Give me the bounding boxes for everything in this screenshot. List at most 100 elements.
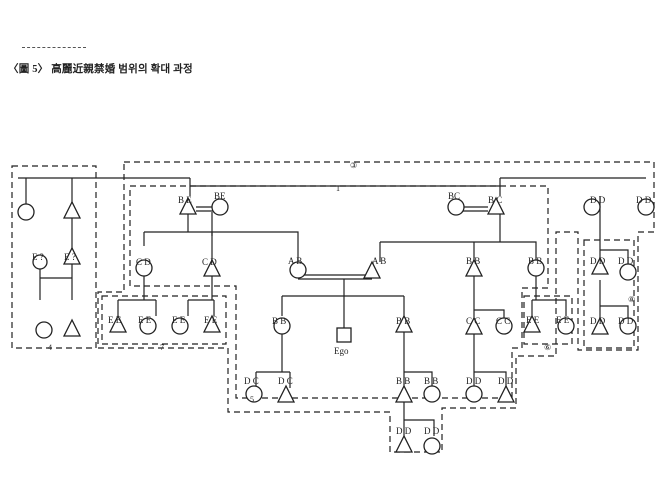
label-maternal-uncle-2: B B [528, 256, 542, 266]
label-far-right-child-2: D D [618, 256, 634, 266]
person-uncle-1 [135, 259, 153, 277]
person-cousin-e-2 [139, 317, 157, 335]
person-father [289, 261, 307, 279]
label-far-right-parent-2: D D [636, 195, 652, 205]
person-cousin-e-5 [522, 314, 542, 333]
label-far-right-child-1: D D [590, 256, 606, 266]
person-far-right-grandchild-2 [619, 317, 637, 335]
label-g1-left-parent: B E [178, 195, 192, 205]
label-g1-right-spouse: BC [448, 191, 460, 201]
boundary-label-3: ③ [350, 161, 357, 170]
person-far-right-child-1 [590, 256, 610, 275]
person-far-right-2 [637, 198, 655, 216]
label-sibling: B B [272, 316, 286, 326]
label-far-right-parent-1: D D [590, 195, 606, 205]
figure-caption: 〈圖 5〉 高麗近親禁婚 범위의 확대 과정 [8, 64, 193, 75]
kinship-lines [18, 177, 646, 436]
persons [17, 196, 655, 455]
person-g1-left-parent [178, 196, 198, 215]
label-cousin-e-4: E E [204, 315, 218, 325]
person-far-right-1 [583, 198, 601, 216]
label-nephew-2: D C [278, 376, 293, 386]
person-nephew-1 [245, 385, 263, 403]
person-far-left-female-3 [35, 321, 53, 339]
person-far-left-female-1 [17, 203, 35, 221]
person-great-grand-1 [394, 434, 414, 453]
person-far-left-male-2 [62, 246, 82, 265]
label-far-left-child-1: E ? [32, 252, 44, 262]
label-cousin-c-1: C C [466, 316, 480, 326]
person-cousin-e-4 [202, 314, 222, 333]
person-sibling [273, 317, 291, 335]
person-far-left-male-3 [62, 318, 82, 337]
label-cousin-e-6: E E [556, 315, 570, 325]
label-second-cousin-1: D D [466, 376, 482, 386]
person-cousin-e-6 [557, 317, 575, 335]
boundary-label-7: 7 [160, 343, 164, 352]
label-cousin-e-2: E E [138, 315, 152, 325]
person-mother [362, 260, 382, 279]
label-cousin-e-1: E E [108, 315, 122, 325]
person-great-grand-2 [423, 437, 441, 455]
label-uncle-2: C D [202, 257, 217, 267]
boundary-cousins-6 [523, 295, 573, 345]
label-cousin-e-3: E E [172, 315, 186, 325]
top-rule [22, 47, 86, 48]
person-cousin-e-1 [108, 314, 128, 333]
person-nephew-2 [276, 384, 296, 403]
label-grandnephew-1: B B [396, 376, 410, 386]
ego-square [336, 327, 352, 343]
person-g1-left-spouse [211, 198, 229, 216]
boundary-label-8: ⑧ [628, 295, 635, 304]
boundary-label-6: ⑥ [544, 343, 551, 352]
person-far-left-female-2 [32, 254, 48, 270]
label-far-left-child-2: E ? [64, 252, 76, 262]
person-grandnephew-1 [394, 384, 414, 403]
person-brother [394, 314, 414, 333]
label-cousin-e-5: E E [526, 315, 540, 325]
boundary-label-5: 5 [250, 395, 254, 404]
boundary-labels: ③ 1 4 7 ⑥ ⑧ 5 [48, 161, 635, 404]
person-far-right-child-2 [619, 263, 637, 281]
label-far-right-grandchild-1: D D [590, 316, 606, 326]
label-brother: B B [396, 316, 410, 326]
person-g1-right-spouse [447, 198, 465, 216]
person-far-right-grandchild-1 [590, 316, 610, 335]
boundary-label-4: 4 [48, 343, 52, 352]
boundary-outer-3 [97, 161, 655, 453]
label-second-cousin-2: D D [498, 376, 514, 386]
label-great-grand-1: D D [396, 426, 412, 436]
label-far-right-grandchild-2: D D [618, 316, 634, 326]
person-maternal-uncle-2 [527, 259, 545, 277]
label-uncle-1: C D [136, 257, 151, 267]
label-g1-left-spouse: BE [214, 191, 226, 201]
person-g1-right-parent [486, 196, 506, 215]
label-father: A B [288, 256, 302, 266]
label-mother: A B [372, 256, 386, 266]
boundary-far-left [11, 165, 97, 349]
person-grandnephew-2 [423, 385, 441, 403]
boundary-far-right-8 [583, 239, 635, 349]
person-cousin-c-1 [464, 316, 484, 335]
label-grandnephew-2: B B [424, 376, 438, 386]
person-maternal-uncle-1 [464, 258, 484, 277]
person-labels: B E BE BC B C D D D D E ? E ? C D C D A … [32, 191, 652, 436]
person-uncle-2 [202, 258, 222, 277]
label-maternal-uncle-1: B B [466, 256, 480, 266]
person-far-left-male-1 [62, 200, 82, 219]
boundary-cousins-7 [101, 295, 227, 345]
person-second-cousin-1 [465, 385, 483, 403]
label-great-grand-2: D D [424, 426, 440, 436]
person-cousin-e-3 [171, 317, 189, 335]
person-second-cousin-2 [496, 384, 516, 403]
boundary-label-1: 1 [336, 184, 340, 193]
ego-label: Ego [334, 346, 349, 356]
label-cousin-c-2: C C [496, 316, 510, 326]
range-boundaries [11, 161, 655, 453]
person-cousin-c-2 [495, 317, 513, 335]
label-nephew-1: D C [244, 376, 259, 386]
boundary-inner-1 [129, 185, 549, 399]
label-g1-right-parent: B C [488, 195, 502, 205]
